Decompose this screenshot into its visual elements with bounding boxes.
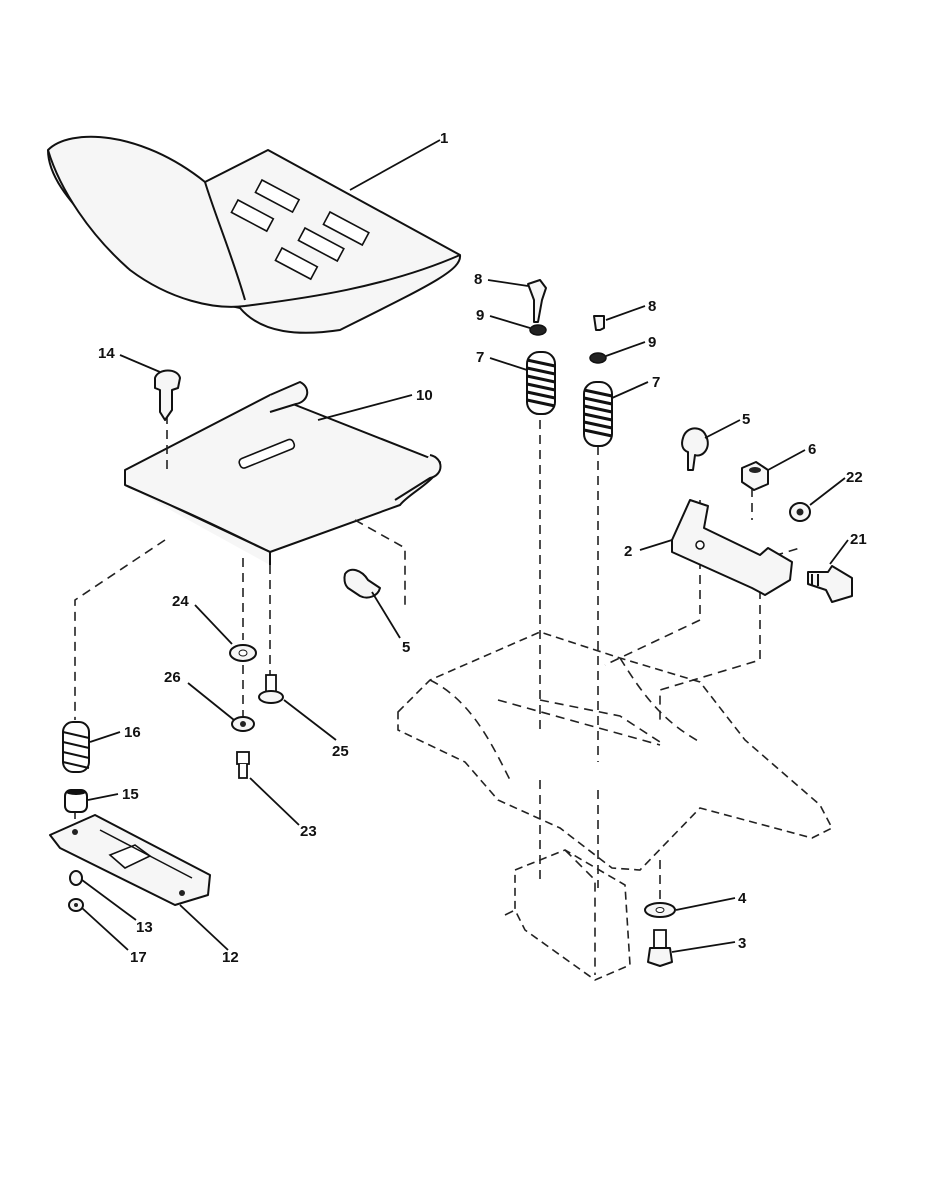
part-23-bolt (236, 751, 250, 779)
part-16-spring (62, 721, 90, 773)
part-25-shoulder-bolt (258, 674, 284, 704)
part-15-bushing (64, 789, 88, 813)
callout-14: 14 (98, 345, 115, 362)
callout-7-right: 7 (652, 374, 660, 391)
part-2-bracket (671, 499, 793, 596)
callout-16: 16 (124, 724, 141, 741)
callout-10: 10 (416, 387, 433, 404)
callout-1: 1 (440, 130, 448, 147)
callout-21: 21 (850, 531, 867, 548)
callout-26: 26 (164, 669, 181, 686)
callout-2: 2 (624, 543, 632, 560)
callout-12: 12 (222, 949, 239, 966)
part-8-bolt-right (593, 315, 605, 331)
callout-24: 24 (172, 593, 189, 610)
part-5-clip-upper (681, 427, 709, 471)
leader-lines (81, 139, 849, 953)
part-22-washer (789, 502, 811, 522)
callout-8-left: 8 (474, 271, 482, 288)
callout-7-left: 7 (476, 349, 484, 366)
part-6-nut (741, 461, 769, 491)
seat-cushion-panels (230, 178, 370, 281)
part-4-washer (644, 902, 676, 918)
part-14-pin (154, 369, 181, 421)
part-13-nut (69, 870, 83, 886)
part-24-washer (229, 644, 257, 662)
part-7-spring-right (583, 381, 613, 447)
callout-23: 23 (300, 823, 317, 840)
callout-6: 6 (808, 441, 816, 458)
part-26-washer (231, 716, 255, 732)
callout-13: 13 (136, 919, 153, 936)
tractor-frame (397, 631, 834, 981)
part-17-washer (68, 898, 84, 912)
callout-25: 25 (332, 743, 349, 760)
part-5-clip-lower (343, 568, 381, 599)
callout-5-upper: 5 (742, 411, 750, 428)
callout-labels: 1 14 10 8 9 7 8 9 7 5 6 22 2 21 5 24 26 … (98, 130, 867, 966)
callout-5-lower: 5 (402, 639, 410, 656)
part-12-adjuster-plate (49, 814, 211, 906)
seat (47, 135, 462, 334)
part-9-washer-left (529, 324, 547, 336)
part-21-knob (807, 565, 853, 603)
callout-17: 17 (130, 949, 147, 966)
callout-8-right: 8 (648, 298, 656, 315)
seat-pan (124, 381, 442, 565)
callout-3: 3 (738, 935, 746, 952)
part-8-bolt-left (527, 279, 547, 323)
callout-22: 22 (846, 469, 863, 486)
callout-4: 4 (738, 890, 747, 907)
callout-9-left: 9 (476, 307, 484, 324)
part-3-bolt (647, 929, 673, 967)
callout-9-right: 9 (648, 334, 656, 351)
callout-15: 15 (122, 786, 139, 803)
part-9-washer-right (589, 352, 607, 364)
part-7-spring-left (526, 351, 556, 415)
